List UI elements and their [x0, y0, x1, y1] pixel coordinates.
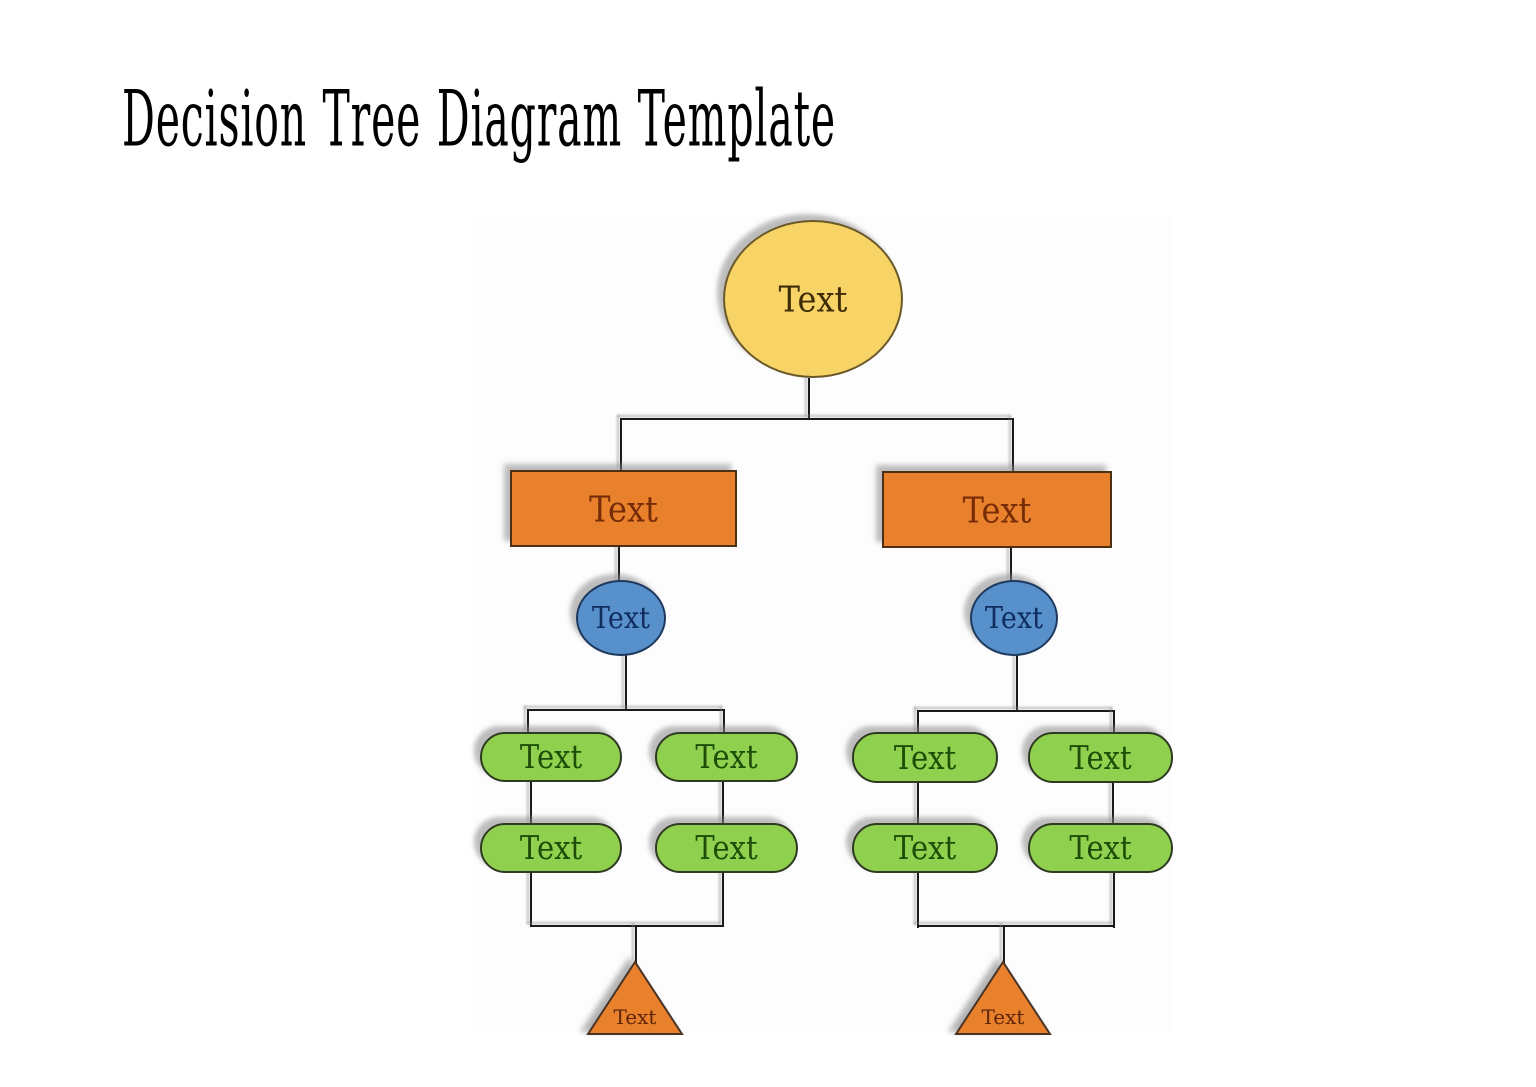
chance-node-label: Text [592, 600, 650, 636]
option-node-label: Text [893, 828, 957, 868]
connector-line [527, 709, 725, 711]
connector-line [1113, 710, 1115, 734]
connector-line [722, 781, 724, 825]
connector-line [1010, 547, 1012, 582]
triangle-icon [586, 960, 684, 1035]
connector-line [618, 546, 620, 582]
connector-line [527, 709, 529, 734]
outcome-node-left: Text [585, 959, 685, 1037]
connector-line [917, 710, 1115, 712]
option-node-label: Text [1069, 828, 1132, 868]
connector-line [1003, 926, 1005, 964]
option-node-right-4: Text [1028, 823, 1173, 873]
triangle-shape [954, 960, 1052, 1035]
connector-line [917, 782, 919, 825]
option-node-left-1: Text [480, 732, 622, 782]
outcome-node-right: Text [953, 959, 1053, 1037]
connector-line [635, 926, 637, 964]
page-title: Decision Tree Diagram Template [122, 74, 836, 164]
option-node-left-2: Text [655, 732, 798, 782]
connector-line [808, 378, 810, 420]
connector-line [620, 418, 622, 471]
connector-line [530, 871, 532, 927]
option-node-label: Text [1069, 738, 1132, 777]
connector-line [723, 709, 725, 734]
option-node-left-3: Text [480, 823, 622, 873]
outcome-node-label: Text [981, 1005, 1025, 1029]
root-node-label: Text [778, 277, 848, 321]
root-node: Text [723, 220, 903, 378]
option-node-label: Text [519, 737, 583, 777]
connector-line [917, 872, 919, 928]
option-node-right-1: Text [852, 732, 998, 783]
connector-line [917, 710, 919, 734]
decision-node-label: Text [589, 487, 658, 530]
connector-line [1113, 872, 1115, 928]
option-node-left-4: Text [655, 823, 798, 873]
option-node-right-3: Text [852, 823, 998, 873]
decision-node-label: Text [962, 488, 1032, 531]
connector-line [530, 925, 724, 927]
option-node-label: Text [519, 828, 583, 868]
connector-line [1016, 653, 1018, 712]
connector-line [620, 418, 1014, 420]
decision-node-left: Text [510, 470, 737, 547]
option-node-label: Text [695, 828, 758, 868]
outcome-node-label: Text [613, 1005, 657, 1029]
option-node-label: Text [893, 738, 957, 777]
option-node-label: Text [695, 737, 758, 777]
decision-node-right: Text [882, 471, 1112, 548]
connector-line [1012, 419, 1014, 472]
triangle-icon [954, 960, 1052, 1035]
option-node-right-2: Text [1028, 732, 1173, 783]
connector-line [625, 653, 627, 711]
connector-line [530, 781, 532, 825]
triangle-shape [586, 960, 684, 1035]
connector-line [1112, 782, 1114, 825]
chance-node-left: Text [576, 580, 666, 656]
chance-node-label: Text [985, 600, 1043, 636]
connector-line [917, 925, 1115, 927]
chance-node-right: Text [970, 580, 1058, 656]
connector-line [722, 871, 724, 927]
